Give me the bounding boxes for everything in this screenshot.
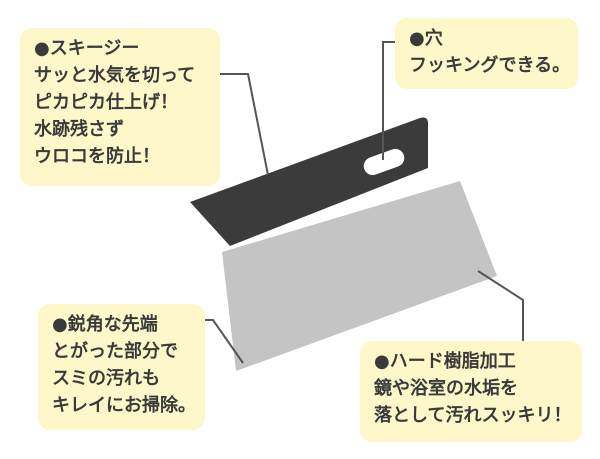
squeegee-text-4: ウロコを防止！ [34, 146, 160, 167]
leader-hard [477, 270, 524, 345]
hole-callout: ●穴 フッキングできる。 [395, 18, 578, 89]
squeegee-text-3: 水跡残さず [34, 119, 124, 140]
hole-title: ●穴 [409, 28, 443, 49]
squeegee-text-2: ピカピカ仕上げ！ [34, 92, 178, 113]
edge-callout: ●鋭角な先端 とがった部分で スミの汚れも キレイにお掃除。 [38, 304, 205, 430]
hard-title: ●ハード樹脂加工 [374, 351, 516, 372]
squeegee-title: ●スキージー [34, 38, 140, 59]
edge-text-3: キレイにお掃除。 [52, 395, 196, 416]
hole-text-1: フッキングできる。 [409, 55, 571, 76]
hard-text-1: 鏡や浴室の水垢を [374, 378, 518, 399]
squeegee-handle [190, 117, 428, 246]
resin-blade [222, 181, 497, 371]
edge-text-2: スミの汚れも [52, 368, 160, 389]
squeegee-text-1: サッと水気を切って [34, 65, 196, 86]
hard-text-2: 落として汚れスッキリ！ [374, 405, 572, 426]
hard-resin-callout: ●ハード樹脂加工 鏡や浴室の水垢を 落として汚れスッキリ！ [360, 341, 582, 442]
hanging-hole [363, 148, 405, 176]
edge-text-1: とがった部分で [52, 341, 178, 362]
leader-squeegee [213, 73, 269, 176]
squeegee-callout: ●スキージー サッと水気を切って ピカピカ仕上げ！ 水跡残さず ウロコを防止！ [20, 28, 220, 186]
edge-title: ●鋭角な先端 [52, 314, 158, 335]
